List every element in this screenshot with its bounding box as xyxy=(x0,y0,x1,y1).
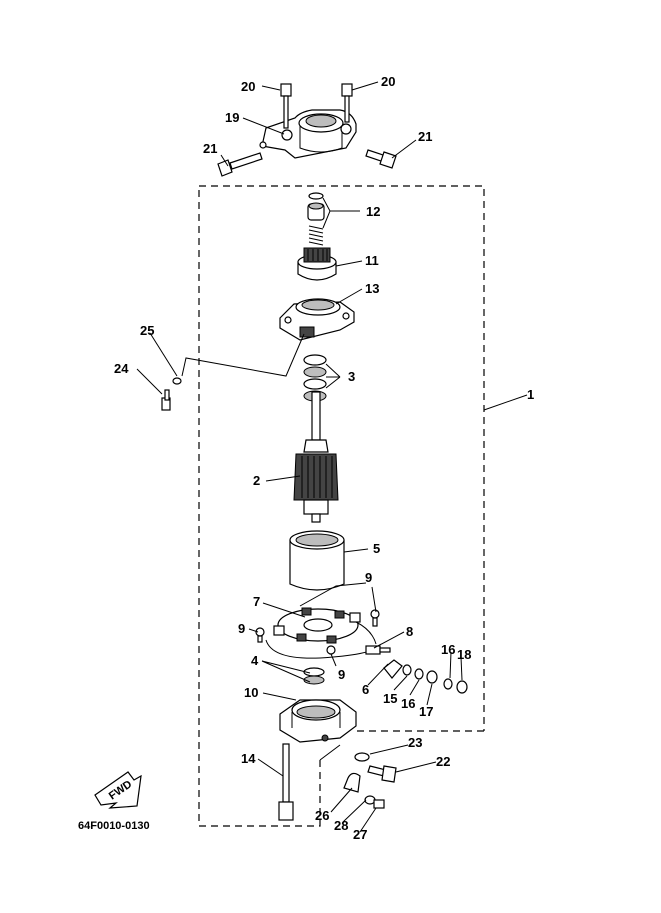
callout-24: 24 xyxy=(114,361,129,376)
spring-set-part-12 xyxy=(307,192,325,246)
screw-part-9-upper xyxy=(370,609,380,627)
bolt-part-21-right xyxy=(365,149,397,169)
callout-10: 10 xyxy=(244,685,258,700)
bolt-part-22 xyxy=(367,765,397,783)
callout-6: 6 xyxy=(362,682,369,697)
brush-part-left xyxy=(273,625,285,636)
callout-28: 28 xyxy=(334,818,348,833)
callout-16-a: 16 xyxy=(401,696,415,711)
callout-12: 12 xyxy=(366,204,380,219)
terminal-bolt-part-8 xyxy=(365,645,391,655)
leader-lines xyxy=(136,81,528,833)
fwd-arrow-icon: FWD xyxy=(94,771,142,809)
callout-22: 22 xyxy=(436,754,450,769)
callout-9-lower: 9 xyxy=(338,667,345,682)
callout-8: 8 xyxy=(406,624,413,639)
front-cover-part-13 xyxy=(279,298,355,341)
callout-25: 25 xyxy=(140,323,154,338)
callout-15: 15 xyxy=(383,691,397,706)
callout-20-right: 20 xyxy=(381,74,395,89)
callout-5: 5 xyxy=(373,541,380,556)
callout-9-upper: 9 xyxy=(365,570,372,585)
rear-cover-part-10 xyxy=(279,699,357,743)
callout-13: 13 xyxy=(365,281,379,296)
callout-9-left: 9 xyxy=(238,621,245,636)
bracket-part-19 xyxy=(259,109,357,159)
pinion-gear-part-11 xyxy=(297,247,337,281)
callout-21-right: 21 xyxy=(418,129,432,144)
brush-part-right xyxy=(349,612,361,623)
brush-lead-wire xyxy=(265,639,381,659)
callout-23: 23 xyxy=(408,735,422,750)
screw-part-9-lower xyxy=(326,645,336,655)
washer-part-23 xyxy=(354,752,370,762)
callout-27: 27 xyxy=(353,827,367,842)
screw-part-24 xyxy=(161,389,171,411)
bolt-part-27 xyxy=(373,799,385,809)
washers-part-4 xyxy=(303,667,325,685)
brush-holder-part-7 xyxy=(277,607,359,644)
callout-2: 2 xyxy=(253,473,260,488)
callout-21-left: 21 xyxy=(203,141,217,156)
washer-part-16-b xyxy=(443,678,453,690)
callout-18: 18 xyxy=(457,647,471,662)
armature-part-2 xyxy=(293,391,339,523)
nut-part-18 xyxy=(456,680,468,694)
callout-14: 14 xyxy=(241,751,256,766)
diagram-code-label: 64F0010-0130 xyxy=(78,820,150,832)
callout-20-left: 20 xyxy=(241,79,255,94)
clamp-part-26 xyxy=(343,772,361,793)
washer-part-16-a xyxy=(414,668,424,680)
through-bolt-part-14 xyxy=(278,743,294,821)
terminal-insulator-part-6 xyxy=(383,659,403,679)
callout-11: 11 xyxy=(365,253,379,268)
callout-3: 3 xyxy=(348,369,355,384)
ground-lead-wire xyxy=(181,333,305,377)
callout-4: 4 xyxy=(251,653,259,668)
callout-17: 17 xyxy=(419,704,433,719)
bolt-part-20-left xyxy=(280,83,292,129)
washer-part-25 xyxy=(172,377,182,385)
callout-26: 26 xyxy=(315,808,329,823)
washer-part-15 xyxy=(402,664,412,676)
callout-1: 1 xyxy=(527,387,534,402)
callouts: 1 2 3 4 5 6 7 8 9 9 9 10 11 12 13 14 15 … xyxy=(114,74,534,842)
screw-part-9-left xyxy=(255,627,265,643)
callout-16-b: 16 xyxy=(441,642,455,657)
yoke-part-5 xyxy=(289,530,345,591)
callout-7: 7 xyxy=(253,594,260,609)
nut-part-17 xyxy=(426,670,438,684)
bolt-part-21-left xyxy=(217,152,263,177)
assembly-boundary xyxy=(198,185,485,827)
callout-19: 19 xyxy=(225,110,239,125)
